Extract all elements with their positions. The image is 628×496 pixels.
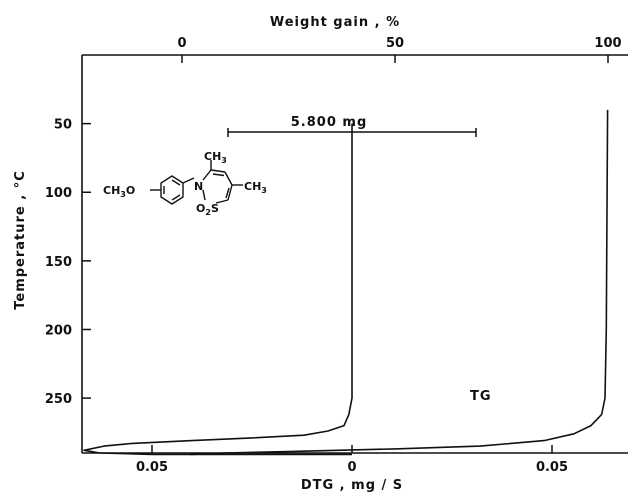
sulfonyl-group: O2S	[196, 202, 219, 217]
top-tick-label: 50	[386, 36, 404, 51]
dtg-curve	[83, 123, 353, 456]
methyl-right: CH3	[244, 180, 267, 195]
top-tick-label: 100	[594, 36, 621, 51]
left-tick-label: 100	[45, 186, 72, 201]
bottom-axis-label: DTG , mg / S	[301, 478, 403, 493]
tg-curve	[190, 109, 609, 456]
tg-annotation: TG	[470, 389, 492, 404]
mass-annotation: 5.800 mg	[291, 115, 368, 130]
benzene-ring	[150, 175, 195, 205]
top-axis-label: Weight gain , %	[270, 15, 400, 30]
nitrogen-atom: N	[194, 180, 203, 193]
bottom-tick-label: 0.05	[536, 460, 568, 475]
methoxy-group: CH3O	[103, 184, 135, 199]
left-tick-label: 200	[45, 323, 72, 338]
plot-frame	[81, 54, 628, 454]
left-axis-label: Temperature , °C	[13, 170, 28, 310]
ticks-layer: 0 50 100 50 100 150 200 250 0.05 0 0.05	[45, 36, 622, 475]
left-tick-label: 150	[45, 255, 72, 270]
thiazine-ring	[202, 160, 243, 204]
left-tick-label: 250	[45, 392, 72, 407]
bottom-tick-label: 0	[347, 460, 356, 475]
top-tick-label: 0	[177, 36, 186, 51]
left-tick-label: 50	[54, 118, 72, 133]
bottom-tick-label: 0.05	[136, 460, 168, 475]
methyl-top: CH3	[204, 150, 227, 165]
mass-scale-bar	[227, 128, 477, 137]
chemical-structure: CH3O N CH3 CH3 O2S	[103, 150, 267, 217]
series-layer	[83, 109, 609, 456]
